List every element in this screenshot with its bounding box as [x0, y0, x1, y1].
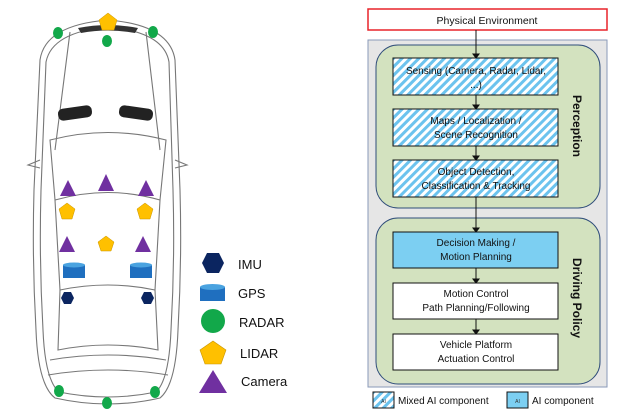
pipeline: Physical Environment Perception Driving …: [367, 8, 608, 409]
car-outline: [26, 19, 189, 405]
mixed-ai-label: Mixed AI component: [398, 396, 489, 407]
svg-text:Object Detection,: Object Detection,: [438, 167, 515, 178]
svg-text:AI: AI: [381, 399, 386, 405]
gps-icon: [200, 287, 225, 301]
pipeline-box-maps-localization: Maps / Localization / Scene Recognition: [392, 108, 559, 147]
svg-text:Motion Control: Motion Control: [443, 289, 508, 300]
sensors: [53, 12, 160, 409]
svg-text:Motion Planning: Motion Planning: [440, 252, 512, 263]
pipeline-box-decision-making: Decision Making / Motion Planning: [392, 231, 559, 269]
legend-camera: Camera: [241, 374, 288, 389]
ai-label: AI component: [532, 396, 594, 407]
svg-text:Vehicle Platform: Vehicle Platform: [440, 340, 512, 351]
svg-text:AI: AI: [515, 399, 520, 405]
physical-environment-box: [367, 8, 608, 31]
svg-text:Decision Making /: Decision Making /: [437, 238, 516, 249]
legend-radar: RADAR: [239, 315, 285, 330]
svg-text:Maps / Localization /: Maps / Localization /: [430, 116, 521, 127]
pipeline-box-vehicle-platform: Vehicle Platform Actuation Control: [392, 333, 559, 371]
legend-lidar: LIDAR: [240, 346, 278, 361]
lidar-icon: [58, 12, 154, 252]
physical-environment-label: Physical Environment: [437, 15, 538, 27]
svg-text:Classification & Tracking: Classification & Tracking: [422, 181, 531, 192]
svg-text:Path Planning/Following: Path Planning/Following: [422, 303, 529, 314]
pipeline-box-sensing: Sensing (Camera, Radar, Lidar, ...): [392, 57, 559, 96]
gps-icon: [63, 262, 152, 278]
perception-title: Perception: [570, 95, 584, 157]
camera-icon: [59, 174, 154, 252]
svg-text:Scene Recognition: Scene Recognition: [434, 130, 518, 141]
imu-icon: [61, 292, 154, 304]
pipeline-box-object-detection: Object Detection, Classification & Track…: [392, 159, 559, 198]
camera-icon: [199, 370, 227, 393]
svg-text:Actuation Control: Actuation Control: [438, 354, 515, 365]
svg-text:...): ...): [470, 80, 482, 91]
ai-swatch: [506, 391, 529, 409]
radar-icon: [53, 26, 160, 409]
flow-arrows: [472, 30, 480, 335]
driving-policy-title: Driving Policy: [570, 258, 584, 338]
imu-icon: [202, 253, 224, 273]
svg-text:Sensing (Camera, Radar, Lidar,: Sensing (Camera, Radar, Lidar,: [406, 66, 546, 77]
legend-imu: IMU: [238, 257, 262, 272]
pipeline-box-motion-control: Motion Control Path Planning/Following: [392, 282, 559, 320]
mixed-ai-swatch: [372, 391, 395, 409]
lidar-icon: [199, 340, 227, 365]
radar-icon: [201, 309, 225, 333]
ai-key: AI Mixed AI component AI AI component: [372, 391, 594, 409]
sensor-legend: IMU GPS RADAR LIDAR Camera: [199, 253, 288, 393]
legend-gps: GPS: [238, 286, 266, 301]
